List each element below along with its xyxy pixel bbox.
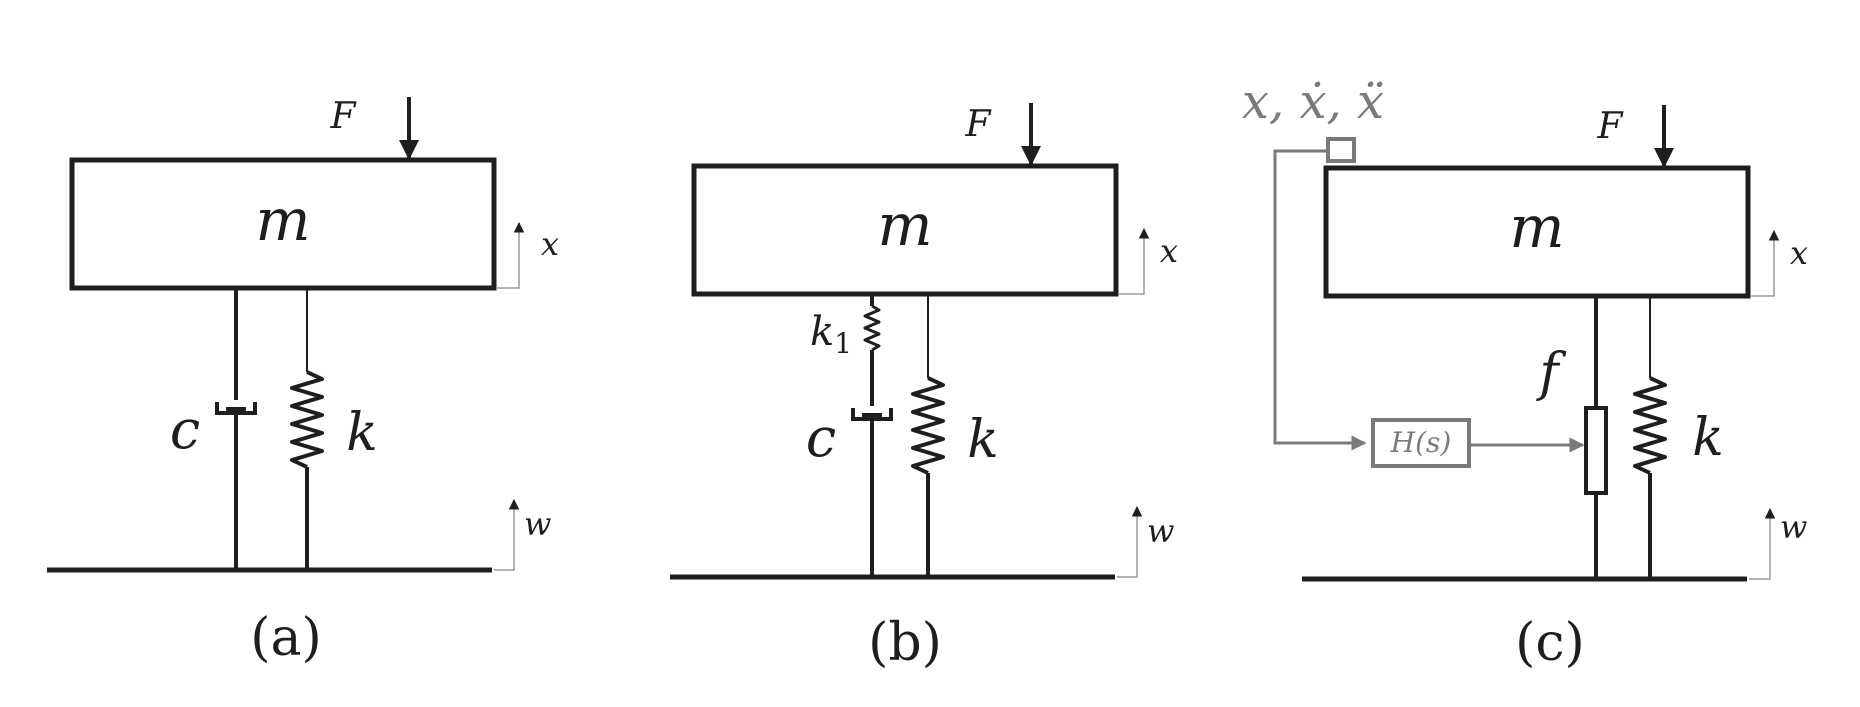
spring-label: k	[1692, 408, 1724, 468]
force-label: F	[330, 96, 358, 137]
series-spring	[863, 296, 881, 406]
force-label: F	[965, 104, 993, 145]
sensor-label: x, ẋ, ẍ	[1242, 74, 1384, 130]
series-spring-label: k1	[810, 309, 852, 360]
damper	[851, 408, 893, 575]
w-displacement-arrow	[1117, 505, 1143, 578]
mass-block	[691, 163, 1119, 297]
w-label: w	[1147, 512, 1174, 550]
x-label: x	[541, 225, 559, 263]
damper-label: c	[170, 398, 200, 461]
actuator-label: f	[1535, 343, 1566, 403]
spring-label: k	[346, 403, 378, 463]
spring	[290, 290, 324, 568]
spring	[911, 296, 945, 575]
controller-box	[1371, 418, 1471, 468]
spring-label: k	[967, 410, 999, 470]
damper-label: c	[806, 406, 836, 469]
x-label: x	[1790, 234, 1808, 272]
mass-block	[1323, 165, 1751, 299]
diagram-a: m F x c k w (a)	[47, 96, 559, 668]
caption-a: (a)	[250, 608, 322, 668]
w-displacement-arrow	[1749, 507, 1776, 580]
mass-label: m	[1510, 193, 1565, 261]
feedback-line	[1273, 149, 1367, 451]
mass-block	[69, 157, 497, 291]
w-label: w	[1780, 508, 1807, 546]
x-displacement-arrow	[496, 221, 525, 289]
diagram-b: m F x k1 c k w (b)	[670, 103, 1178, 673]
force-label: F	[1597, 106, 1625, 147]
w-displacement-arrow	[494, 498, 520, 571]
mass-label: m	[878, 191, 933, 259]
actuator	[1584, 298, 1608, 577]
diagram-c: m F x x, ẋ, ẍ H(s) f k w (c)	[1242, 74, 1808, 673]
damper	[215, 290, 257, 568]
x-label: x	[1160, 232, 1178, 270]
spring	[1633, 298, 1667, 577]
x-displacement-arrow	[1750, 229, 1780, 297]
x-displacement-arrow	[1118, 227, 1150, 295]
mass-label: m	[256, 186, 311, 254]
caption-b: (b)	[868, 613, 942, 673]
w-label: w	[524, 505, 551, 543]
caption-c: (c)	[1515, 613, 1585, 673]
series-spring-subscript: 1	[834, 327, 852, 360]
controller-label: H(s)	[1390, 426, 1452, 459]
sensor-box	[1326, 137, 1356, 163]
